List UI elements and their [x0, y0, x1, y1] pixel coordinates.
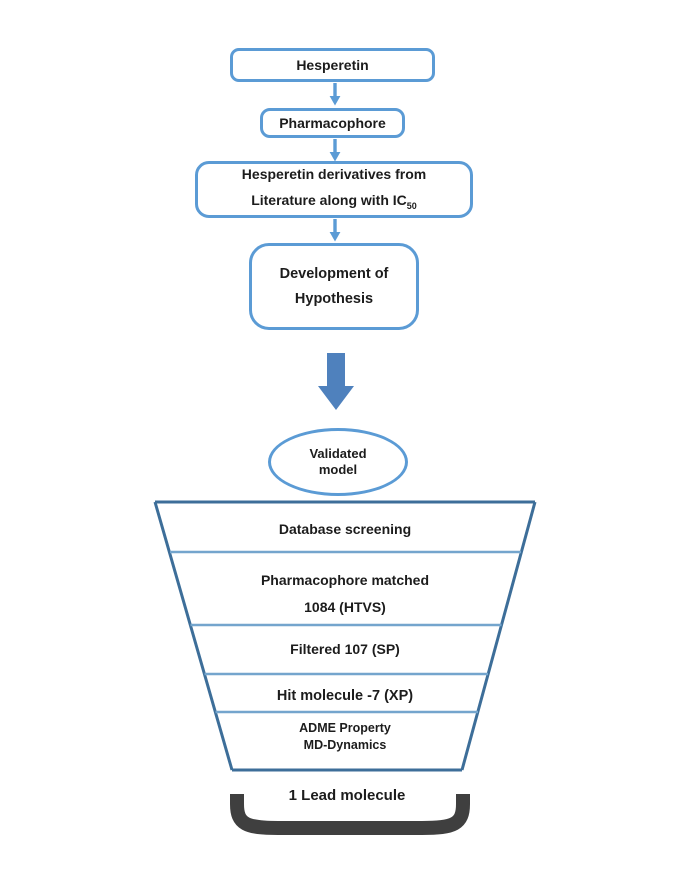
funnel-outline — [153, 500, 537, 772]
flow-box-derivatives-line1: Hesperetin derivatives from — [241, 165, 427, 182]
validated-model-ellipse: Validated model — [268, 428, 408, 496]
flow-box-pharmacophore: Pharmacophore — [260, 108, 405, 138]
funnel-section-database-screening: Database screening — [278, 521, 412, 537]
big-down-arrow-icon — [318, 353, 354, 410]
flow-box-derivatives-line2-text: Literature along with IC — [251, 191, 407, 208]
funnel-section-adme-line1: ADME Property — [299, 721, 391, 735]
flow-box-hypothesis-line1: Development of — [279, 265, 389, 282]
flow-box-derivatives-line2: Literature along with IC50 — [251, 187, 417, 219]
funnel-section-pharmacophore-matched: Pharmacophore matched 1084 (HTVS) — [175, 567, 515, 621]
funnel-section-hit-molecule: Hit molecule -7 (XP) — [276, 688, 414, 704]
funnel-section-filtered: Filtered 107 (SP) — [290, 641, 400, 657]
validated-model-line2: model — [318, 462, 358, 477]
down-arrow-icon — [329, 83, 341, 106]
flow-box-hypothesis-line2: Hypothesis — [294, 290, 374, 307]
flow-box-hypothesis: Development of Hypothesis — [249, 243, 419, 330]
funnel-section-adme: ADME Property MD-Dynamics — [175, 720, 515, 754]
lead-molecule-label: 1 Lead molecule — [288, 787, 406, 804]
ic50-subscript: 50 — [406, 200, 417, 211]
funnel-section-pharmacophore-matched-line2: 1084 (HTVS) — [304, 599, 386, 615]
validated-model-line1: Validated — [309, 445, 367, 461]
flow-box-hesperetin: Hesperetin — [230, 48, 435, 82]
u-bracket-path — [230, 794, 470, 835]
down-arrow-icon — [329, 139, 341, 162]
flow-box-pharmacophore-label: Pharmacophore — [279, 115, 386, 131]
flow-box-derivatives: Hesperetin derivatives from Literature a… — [195, 161, 473, 218]
big-down-arrow-polygon — [318, 353, 354, 410]
funnel-section-pharmacophore-matched-line1: Pharmacophore matched — [260, 572, 430, 588]
down-arrow-icon — [329, 219, 341, 242]
funnel-section-adme-line2: MD-Dynamics — [303, 738, 387, 752]
flow-box-hesperetin-label: Hesperetin — [296, 57, 369, 73]
